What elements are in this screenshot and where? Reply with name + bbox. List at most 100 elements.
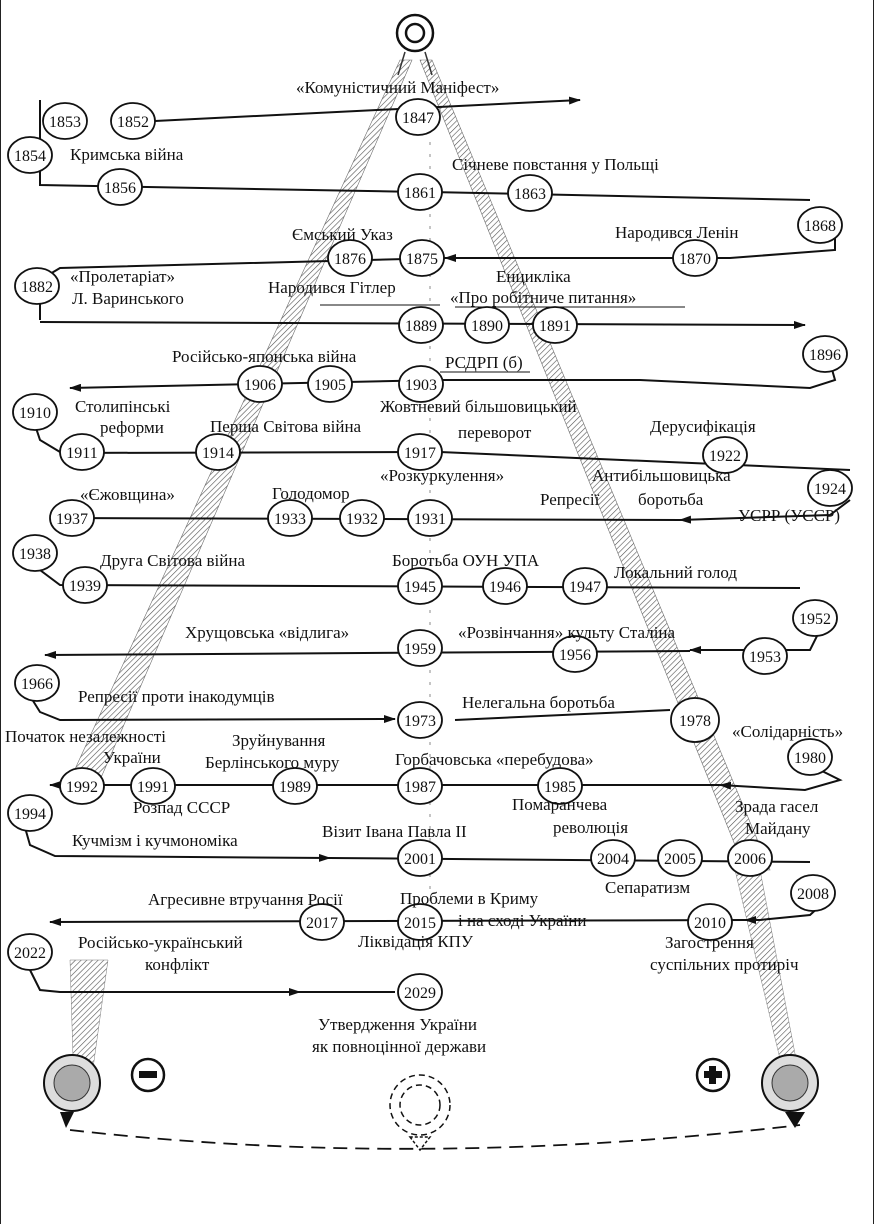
year-1937: 1937 [56, 511, 88, 528]
year-1924: 1924 [814, 481, 846, 498]
label-independence-2: України [103, 748, 161, 767]
label-kuchmism: Кучмізм і кучмономіка [72, 831, 238, 850]
year-1978: 1978 [679, 713, 711, 730]
year-1856: 1856 [104, 180, 136, 197]
year-2010: 2010 [694, 915, 726, 932]
label-proletariat-2: Л. Варинського [72, 289, 184, 308]
year-1973: 1973 [404, 713, 436, 730]
label-ems-decree: Ємський Указ [292, 225, 393, 244]
year-nodes [7, 98, 853, 1011]
year-1875: 1875 [406, 251, 438, 268]
bottom-dashed-arc [69, 1124, 801, 1150]
year-1914: 1914 [202, 445, 234, 462]
label-berlin-wall-1: Зруйнування [232, 731, 326, 750]
label-crimea-problems-1: Проблеми в Криму [400, 889, 539, 908]
label-conflict-1: Російсько-український [78, 933, 243, 952]
year-1992: 1992 [66, 779, 98, 796]
year-1932: 1932 [346, 511, 378, 528]
year-1989: 1989 [279, 779, 311, 796]
label-local-famine: Локальний голод [614, 563, 737, 582]
year-1896: 1896 [809, 347, 841, 364]
year-1906: 1906 [244, 377, 276, 394]
year-2015: 2015 [404, 915, 436, 932]
year-2004: 2004 [597, 851, 629, 868]
year-1868: 1868 [804, 218, 836, 235]
label-russian-aggression: Агресивне втручання Росії [148, 890, 343, 909]
year-1985: 1985 [544, 779, 576, 796]
label-ww1: Перша Світова війна [210, 417, 362, 436]
year-1911: 1911 [66, 445, 97, 462]
year-2006: 2006 [734, 851, 766, 868]
year-2001: 2001 [404, 851, 436, 868]
label-russo-japanese-war: Російсько-японська війна [172, 347, 357, 366]
year-1959: 1959 [404, 641, 436, 658]
label-solidarity: «Солідарність» [732, 722, 843, 741]
year-2008: 2008 [797, 886, 829, 903]
year-1946: 1946 [489, 579, 521, 596]
label-oun-upa: Боротьба ОУН УПА [392, 551, 540, 570]
year-labels: 1847 1852 1853 1854 1856 1861 1863 1868 … [14, 110, 846, 1002]
label-dekulakization: «Розкуркулення» [380, 466, 504, 485]
year-1876: 1876 [334, 251, 366, 268]
year-1980: 1980 [794, 750, 826, 767]
year-1994: 1994 [14, 806, 46, 823]
label-lenin-born: Народився Ленін [615, 223, 739, 242]
year-2017: 2017 [306, 915, 338, 932]
year-2005: 2005 [664, 851, 696, 868]
year-1947: 1947 [569, 579, 601, 596]
label-holodomor: Голодомор [272, 484, 350, 503]
year-1847: 1847 [402, 110, 434, 127]
label-illegal-struggle: Нелегальна боротьба [462, 693, 615, 712]
label-maidan-betrayal-1: Зрада гасел [735, 797, 819, 816]
minus-globe [43, 1054, 101, 1128]
label-rsdrp: РСДРП (б) [445, 353, 523, 372]
label-manifest: «Комуністичний Маніфест» [296, 78, 499, 97]
year-1889: 1889 [405, 318, 437, 335]
label-ww2: Друга Світова війна [100, 551, 245, 570]
year-1917: 1917 [404, 445, 436, 462]
label-ussr-collapse: Розпад СССР [133, 798, 230, 817]
year-1956: 1956 [559, 647, 591, 664]
label-encyclical-1: Енцикліка [496, 267, 571, 286]
label-antibolshevik-2: боротьба [638, 490, 704, 509]
year-1991: 1991 [137, 779, 169, 796]
year-1966: 1966 [21, 676, 53, 693]
year-1863: 1863 [514, 186, 546, 203]
label-perestroika: Горбачовська «перебудова» [395, 750, 594, 769]
year-1891: 1891 [539, 318, 571, 335]
label-contradictions-1: Загострення [665, 933, 754, 952]
label-encyclical-2: «Про робітниче питання» [450, 288, 636, 307]
label-independence-1: Початок незалежності [5, 727, 166, 746]
label-separatism: Сепаратизм [605, 878, 690, 897]
year-1945: 1945 [404, 579, 436, 596]
label-pope-visit: Візит Івана Павла ІІ [322, 822, 467, 841]
year-1882: 1882 [21, 279, 53, 296]
label-hitler-born: Народився Гітлер [268, 278, 396, 297]
year-1861: 1861 [404, 185, 436, 202]
dashed-future-circle [389, 1074, 451, 1152]
event-labels: «Комуністичний Маніфест» Кримська війна … [5, 78, 843, 1056]
right-lower-beam [734, 869, 801, 1081]
label-berlin-wall-2: Берлінського муру [205, 753, 340, 772]
label-yezhovshchyna: «Єжовщина» [80, 485, 175, 504]
year-2029: 2029 [404, 985, 436, 1002]
year-1939: 1939 [69, 578, 101, 595]
year-1890: 1890 [471, 318, 503, 335]
label-stolypin-2: реформи [100, 418, 164, 437]
year-1853: 1853 [49, 114, 81, 131]
label-contradictions-2: суспільних протиріч [650, 955, 799, 974]
label-crimea-problems-2: і на сході України [458, 911, 586, 930]
minus-sign-icon [130, 1057, 166, 1093]
year-1953: 1953 [749, 649, 781, 666]
year-1938: 1938 [19, 546, 51, 563]
label-october-1: Жовтневий більшовицький [380, 397, 577, 416]
label-october-2: переворот [458, 423, 532, 442]
label-repressions: Репресії [540, 490, 600, 509]
label-ussr: УСРР (УССР) [738, 506, 840, 525]
year-1987: 1987 [404, 779, 436, 796]
year-1922: 1922 [709, 448, 741, 465]
label-thaw: Хрущовська «відлига» [185, 623, 349, 642]
label-conflict-2: конфлікт [145, 955, 210, 974]
